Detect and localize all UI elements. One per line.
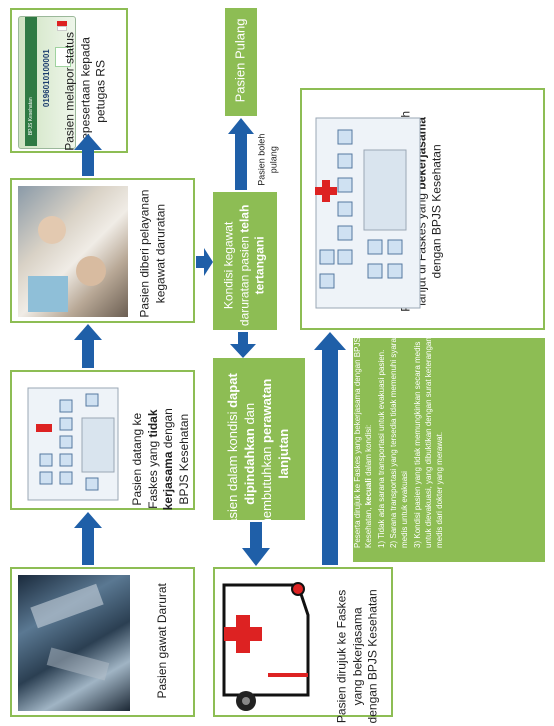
arrow-up-2: [74, 324, 102, 368]
tertangani-box: Kondisi kegawat daruratan pasien telah t…: [213, 192, 277, 330]
patient-transport-photo: [18, 575, 130, 711]
arrow-down-1: [230, 332, 256, 358]
arrow-up-long: [314, 332, 346, 565]
gawat-darurat-box: Pasien gawat Darurat: [10, 567, 195, 717]
bpjs-card-image: 0196010100001 BPJS Kesehatan: [18, 16, 76, 149]
hospital-building-icon-2: [315, 117, 421, 309]
arrow-up-1: [74, 512, 102, 565]
ambulance-icon: [222, 582, 310, 711]
arrow-down-2: [242, 522, 270, 566]
hospital-building-icon: [27, 387, 119, 501]
card-report-box: 0196010100001 BPJS Kesehatan Pasien mela…: [10, 8, 128, 153]
kecuali-note-box: Peserta dirujuk ke Faskes yang bekerjasa…: [353, 336, 545, 562]
arrow-up-pulang: [228, 118, 254, 190]
pasien-pulang-box: Pasien Pulang: [225, 8, 257, 116]
darurat-layan-box: Pasien diberi pelayanan kegawat darurata…: [10, 178, 195, 323]
arrow-right-1: [196, 248, 213, 276]
flag-icon: [57, 21, 67, 31]
emergency-team-photo: [18, 186, 128, 317]
arrow-up-3: [74, 134, 102, 176]
dipindahkan-box: Pasien dalam kondisi dapat dipindahkan d…: [213, 358, 305, 534]
flow-arrows: [74, 118, 346, 566]
